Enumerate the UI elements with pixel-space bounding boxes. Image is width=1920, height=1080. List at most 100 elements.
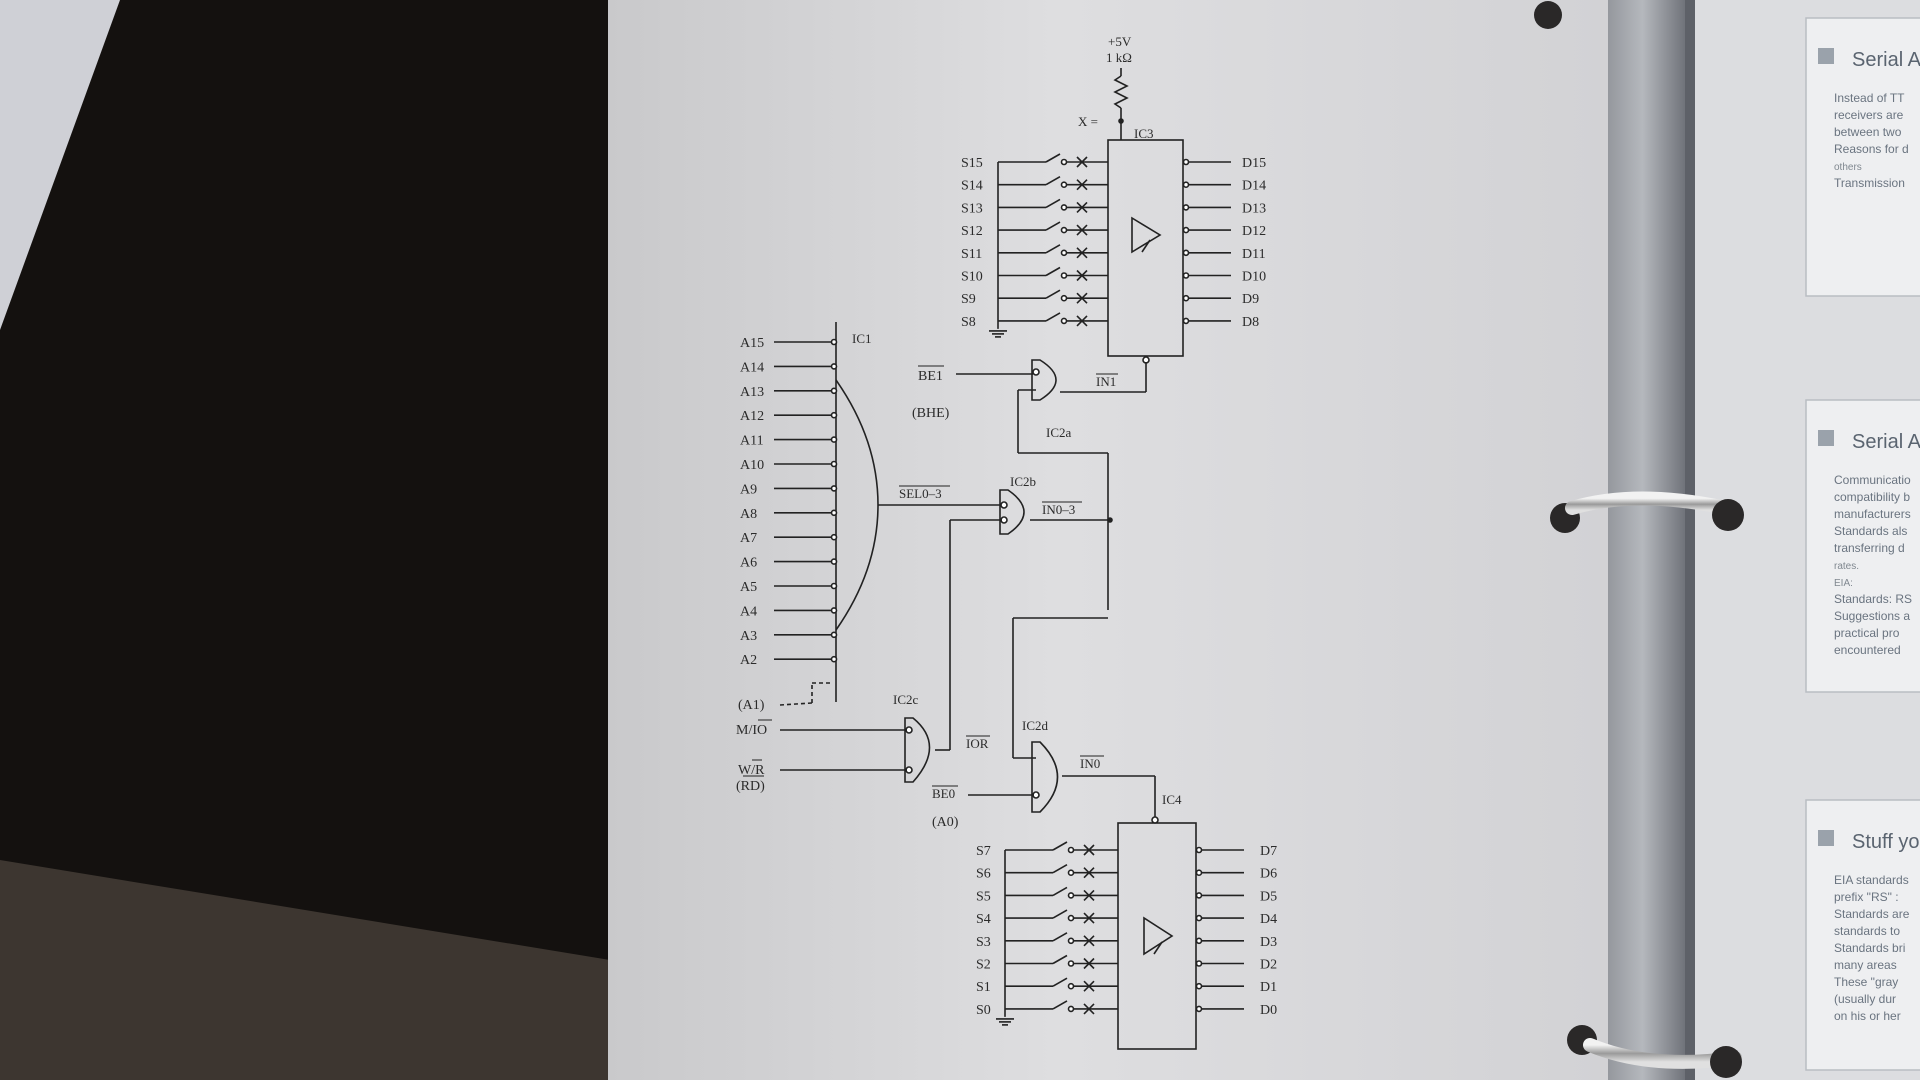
switch-label-s2: S2 (976, 958, 991, 973)
gate-ic2d: IC2d (968, 617, 1156, 817)
switch-contact (1067, 846, 1075, 854)
output-label-d15: D15 (1242, 156, 1266, 171)
slide-bullet: transferring d (1834, 541, 1905, 555)
slide-bullet: Standards als (1834, 524, 1907, 538)
switch-s5 (1052, 886, 1068, 897)
supply-voltage: +5V (1108, 34, 1132, 49)
pullup-cross-mark (1083, 912, 1095, 924)
output-bubble (1195, 960, 1203, 967)
output-bubble (1182, 226, 1190, 234)
slide-title: Serial A (1852, 431, 1920, 453)
slide-logo-icon (1818, 830, 1834, 846)
be1-label: BE1 (918, 369, 943, 384)
output-bubble (1195, 869, 1203, 877)
slide-bullet: EIA standards (1834, 873, 1909, 887)
be0-label: BE0 (932, 786, 955, 801)
output-label-d13: D13 (1242, 201, 1266, 216)
ic4-buffer-triangle (1143, 916, 1174, 956)
slide-title: Stuff yo (1852, 831, 1919, 853)
gate-ic2a: IC2a (956, 359, 1147, 610)
address-label-a6: A6 (740, 556, 757, 571)
switch-s6 (1052, 864, 1068, 874)
pullup-cross-mark (1083, 867, 1095, 879)
ic3-buffer: IC3 (1107, 126, 1184, 364)
address-label-a3: A3 (740, 629, 757, 644)
slide-bullet: EIA: (1834, 578, 1853, 589)
switch-label-s15: S15 (961, 156, 983, 171)
ic2a-label: IC2a (1046, 425, 1072, 440)
binder-spine (1600, 0, 1705, 1080)
address-label-a11: A11 (740, 434, 764, 449)
output-label-d11: D11 (1242, 247, 1266, 262)
switch-contact (1060, 294, 1068, 302)
in03-label: IN0–3 (1042, 502, 1075, 517)
sel-label: SEL0–3 (899, 486, 942, 501)
pullup-cross-mark (1083, 844, 1095, 856)
a1-dashed-line (779, 702, 813, 706)
switch-s2 (1052, 954, 1068, 965)
address-bubble (830, 338, 838, 346)
switch-s12 (1045, 221, 1061, 231)
slide-bullet: on his or her (1834, 1009, 1901, 1023)
address-bubble (830, 631, 838, 639)
ic2d-gate (1031, 741, 1059, 813)
switch-label-s4: S4 (976, 912, 991, 927)
slide-bullet: Standards are (1834, 907, 1910, 921)
output-bubble (1182, 294, 1190, 302)
switch-s7 (1052, 841, 1068, 851)
address-bubble (830, 607, 838, 614)
slide-bullet: practical pro (1834, 626, 1900, 640)
ic2d-label: IC2d (1022, 718, 1049, 733)
pullup-cross-mark (1083, 980, 1095, 992)
slide-bullet: others (1834, 162, 1862, 173)
resistor-symbol (1113, 75, 1129, 109)
switch-s4 (1052, 909, 1068, 919)
switch-label-s8: S8 (961, 315, 976, 330)
gate-ic2b: IC2b (949, 474, 1113, 750)
output-bubble (1182, 272, 1190, 279)
ic3-label: IC3 (1134, 126, 1154, 141)
output-label-d3: D3 (1260, 935, 1277, 950)
output-label-d1: D1 (1260, 980, 1277, 995)
in1-label: IN1 (1096, 374, 1116, 389)
slide-bullet: Communicatio (1834, 473, 1911, 487)
slide-bullet: Reasons for d (1834, 142, 1909, 156)
address-bubble (830, 363, 838, 370)
resistor-value: 1 kΩ (1106, 50, 1132, 65)
pullup-cross-mark (1076, 156, 1088, 168)
output-bubble (1195, 982, 1203, 990)
address-bubble (830, 387, 838, 395)
switch-s3 (1052, 932, 1068, 942)
switch-contact (1067, 914, 1075, 922)
address-bubble (830, 411, 838, 419)
address-label-a4: A4 (740, 604, 757, 619)
switch-contact (1060, 249, 1068, 257)
gate-ic2c: IC2c (780, 692, 950, 783)
address-label-a15: A15 (740, 336, 764, 351)
switch-s9 (1045, 289, 1061, 299)
a0-label: (A0) (932, 815, 959, 830)
pullup-cross-mark (1083, 1003, 1095, 1015)
output-label-d12: D12 (1242, 224, 1266, 239)
binder-rings (1534, 1, 1744, 1078)
slide-frame (1805, 399, 1920, 693)
address-label-a12: A12 (740, 409, 764, 424)
switch-label-s13: S13 (961, 201, 983, 216)
address-label-a14: A14 (740, 360, 764, 375)
address-bubble (830, 533, 838, 541)
switch-label-s1: S1 (976, 980, 991, 995)
pullup-cross-mark (1083, 889, 1095, 901)
output-label-d14: D14 (1242, 179, 1266, 194)
slide-bullet: between two (1834, 125, 1902, 139)
output-bubble (1195, 892, 1203, 899)
address-bubble (830, 485, 838, 492)
ic2b-gate (999, 489, 1025, 535)
switch-contact (1060, 226, 1068, 234)
switch-label-s7: S7 (976, 844, 991, 859)
pullup-cross-mark (1076, 201, 1088, 213)
gate-signal-labels: BE1 (BHE) SEL0–3 IN0–3 IN1 IOR BE0 (A0) … (736, 365, 1118, 830)
